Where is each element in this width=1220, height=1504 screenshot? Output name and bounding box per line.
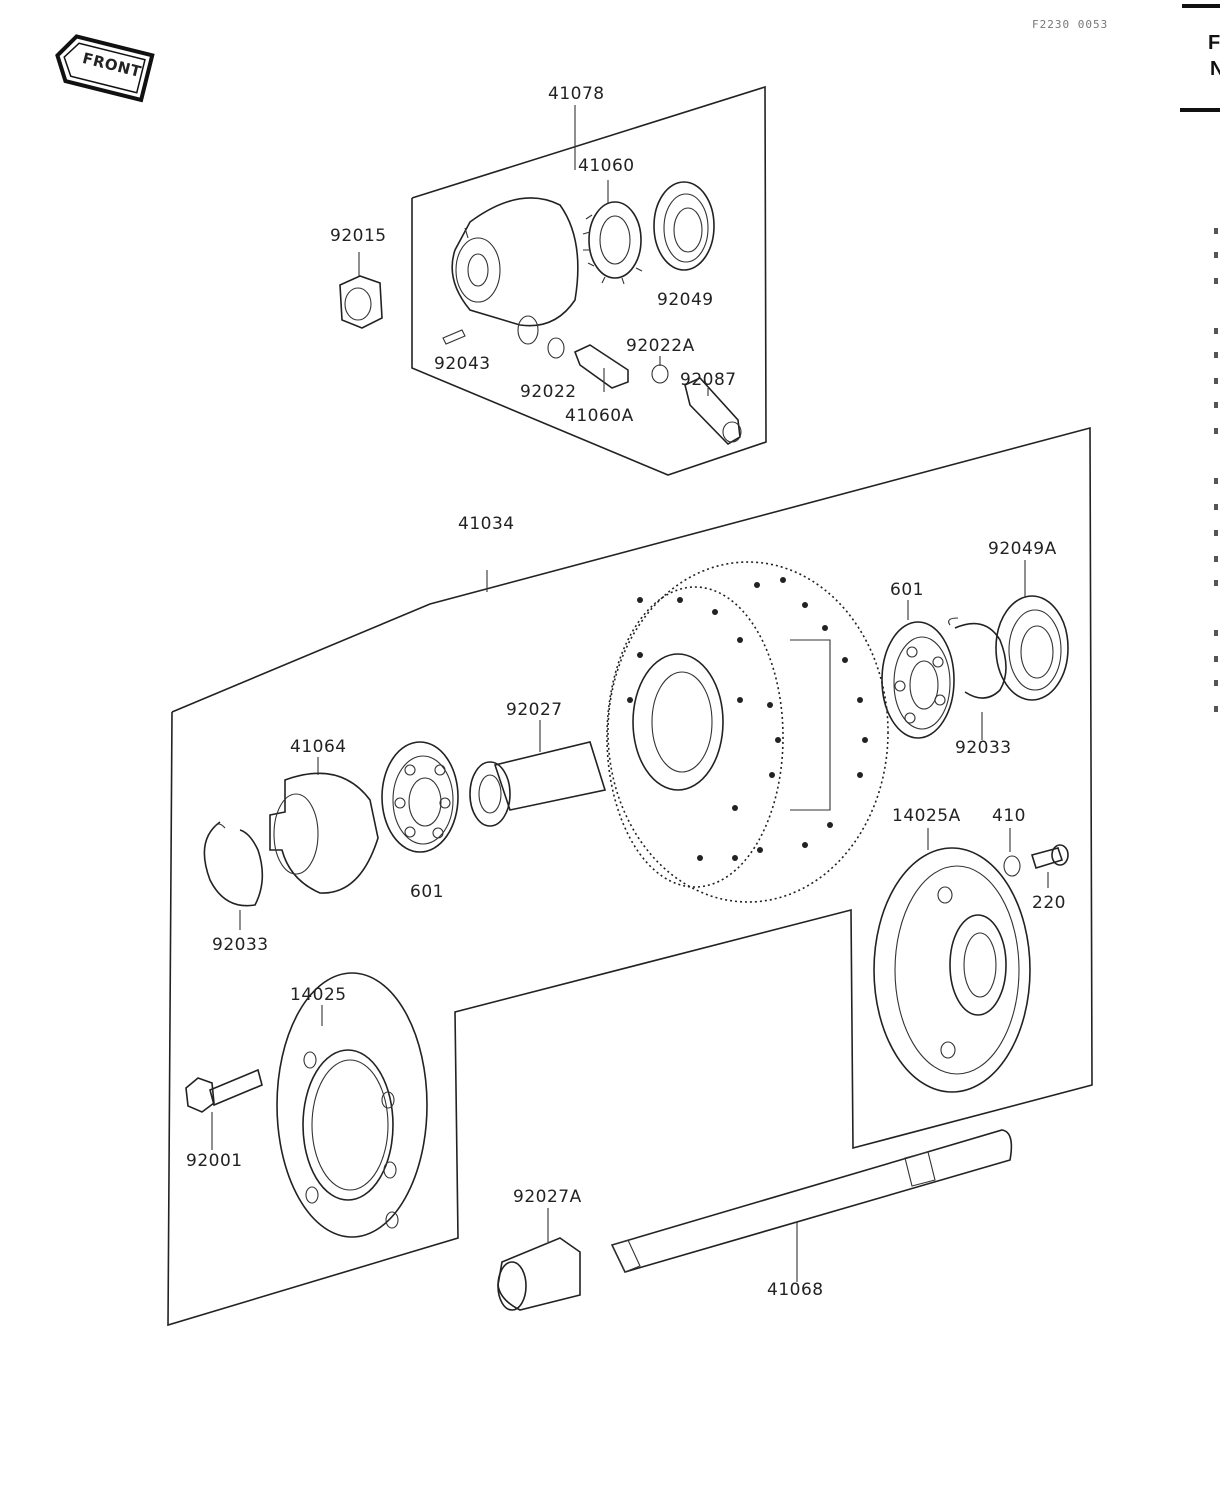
- circlip-92033-left-icon: [203, 821, 264, 930]
- part-label-41060A: 41060A: [565, 406, 634, 426]
- axle-41068-icon: [610, 1129, 1013, 1282]
- seal-cover-41064-icon: [269, 757, 379, 894]
- part-label-92015: 92015: [330, 226, 387, 246]
- bearing-92049-icon: [653, 181, 715, 271]
- assembly-box-41078: [411, 85, 767, 476]
- spline-gear-41060-icon: [582, 180, 643, 285]
- bearing-601-left-icon: [381, 741, 459, 853]
- part-label-92087: 92087: [680, 370, 737, 390]
- circlip-92033-right-icon: [948, 617, 1007, 740]
- part-label-92022A: 92022A: [626, 336, 695, 356]
- edge-text-1: F: [1208, 32, 1220, 54]
- part-label-92043: 92043: [434, 354, 491, 374]
- diagram-code: F2230 0053: [1032, 18, 1109, 31]
- page-edge: [1180, 4, 1220, 712]
- spacer-92027-icon: [469, 720, 607, 827]
- edge-text-2: N: [1210, 58, 1220, 80]
- part-label-41068: 41068: [767, 1280, 824, 1300]
- part-label-92033-right: 92033: [955, 738, 1012, 758]
- part-label-601-right: 601: [890, 580, 924, 600]
- part-label-92027: 92027: [506, 700, 563, 720]
- part-label-14025A: 14025A: [892, 806, 961, 826]
- collar-92027A-icon: [497, 1208, 581, 1311]
- bolt-220-icon: [1003, 828, 1069, 888]
- part-label-41034: 41034: [458, 514, 515, 534]
- sprocket-carrier-icon: [451, 197, 579, 345]
- part-label-601-left: 601: [410, 882, 444, 902]
- wheel-hub-icon: [606, 561, 889, 903]
- part-label-41064: 41064: [290, 737, 347, 757]
- part-label-92049A: 92049A: [988, 539, 1057, 559]
- front-arrow-icon: [55, 34, 155, 103]
- part-label-92022: 92022: [520, 382, 577, 402]
- part-label-92049: 92049: [657, 290, 714, 310]
- shaft-41060A-icon: [547, 337, 742, 446]
- seal-92049A-icon: [995, 560, 1069, 701]
- part-label-410: 410: [992, 806, 1026, 826]
- disc-14025-icon: [276, 972, 428, 1238]
- pin-92043-icon: [442, 329, 466, 345]
- bolt-92001-icon: [185, 1068, 263, 1150]
- part-label-92001: 92001: [186, 1151, 243, 1171]
- part-label-41078: 41078: [548, 84, 605, 104]
- part-label-41060: 41060: [578, 156, 635, 176]
- assembly-box-41034: [167, 426, 1093, 1327]
- bearing-601-right-icon: [881, 600, 955, 739]
- disc-14025A-icon: [873, 828, 1031, 1093]
- nut-92015-icon: [339, 252, 383, 329]
- part-label-220: 220: [1032, 893, 1066, 913]
- part-label-92033-left: 92033: [212, 935, 269, 955]
- part-label-92027A: 92027A: [513, 1187, 582, 1207]
- part-label-14025: 14025: [290, 985, 347, 1005]
